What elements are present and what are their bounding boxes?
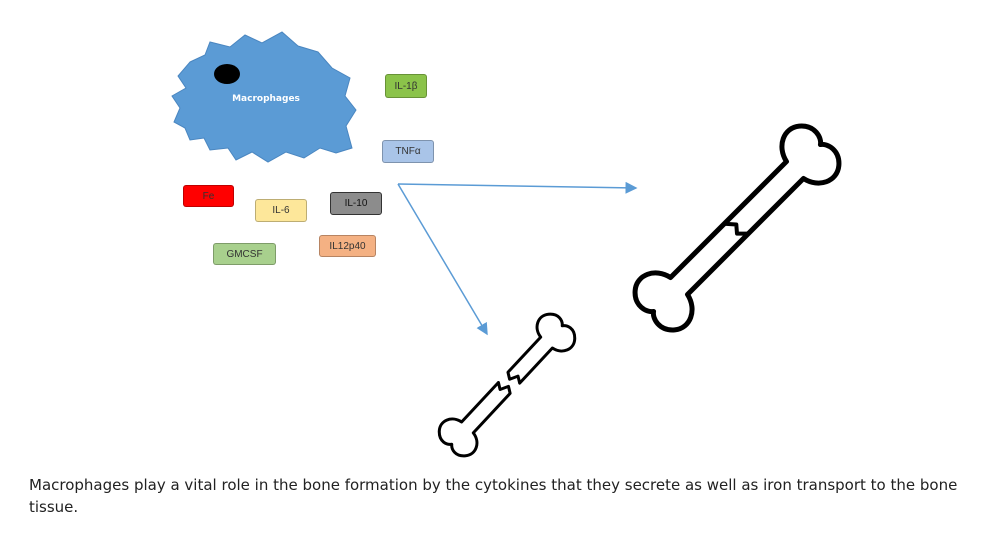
- cytokine-il10: IL-10: [330, 192, 382, 215]
- arrow-to-fractured-bone: [397, 183, 488, 336]
- fractured-bone-icon: [437, 312, 577, 458]
- macrophage-nucleus: [214, 64, 240, 84]
- caption-text: Macrophages play a vital role in the bon…: [29, 476, 958, 516]
- arrow-to-healthy-bone: [397, 181, 638, 194]
- bone-icon: [632, 123, 842, 333]
- cytokine-il1b: IL-1β: [385, 74, 427, 98]
- cytokine-tnfa: TNFα: [382, 140, 434, 163]
- cytokine-gmcsf: GMCSF: [213, 243, 276, 265]
- cytokine-fe: Fe: [183, 185, 234, 207]
- macrophage-cell: [171, 31, 357, 163]
- macrophage-label: Macrophages: [232, 94, 300, 104]
- cytokine-il12p40: IL12p40: [319, 235, 376, 257]
- cytokine-il6: IL-6: [255, 199, 307, 222]
